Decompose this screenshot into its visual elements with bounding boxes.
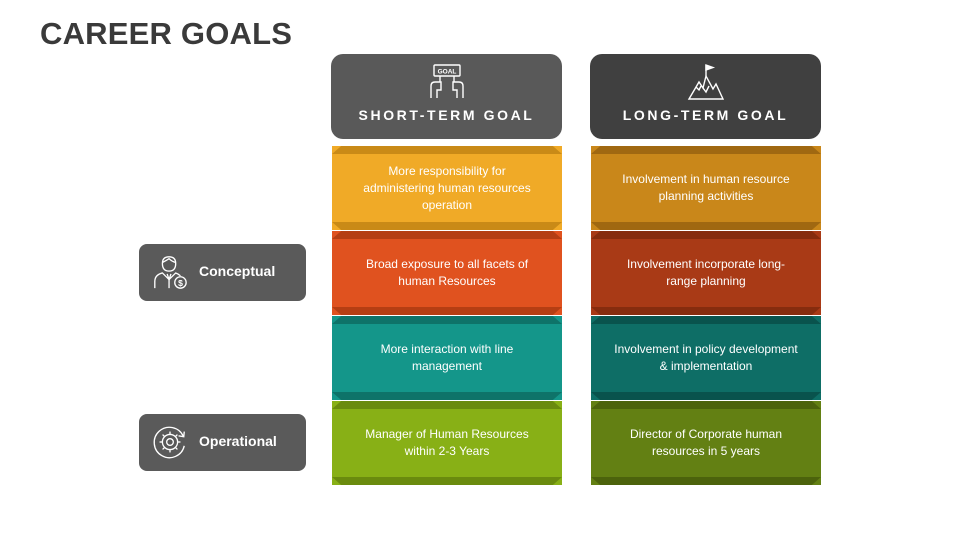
svg-text:GOAL: GOAL: [437, 69, 456, 76]
conceptual-label-box: $ Conceptual: [139, 244, 306, 301]
short-term-header: GOAL SHORT-TERM GOAL: [331, 54, 562, 139]
operational-label-box: Operational: [139, 414, 306, 471]
short-term-goal-4: Manager of Human Resources within 2-3 Ye…: [332, 401, 562, 485]
short-term-goal-4-text: Manager of Human Resources within 2-3 Ye…: [365, 427, 529, 458]
goal-sign-icon: GOAL: [429, 64, 464, 98]
short-term-goal-3-text: More interaction with line management: [380, 342, 514, 373]
businessman-dollar-icon: $: [154, 256, 187, 289]
long-term-goal-2: Involvement incorporate long-range plann…: [591, 231, 821, 315]
long-term-header-label: LONG-TERM GOAL: [622, 107, 789, 123]
long-term-goal-2-text: Involvement incorporate long-range plann…: [626, 257, 786, 288]
operational-label: Operational: [199, 433, 277, 449]
long-term-goal-3-text: Involvement in policy development & impl…: [614, 342, 798, 373]
svg-text:$: $: [178, 278, 183, 288]
short-term-goal-2: Broad exposure to all facets of human Re…: [332, 231, 562, 315]
long-term-goal-1-text: Involvement in human resource planning a…: [622, 172, 790, 203]
short-term-goal-3: More interaction with line management: [332, 316, 562, 400]
long-term-goal-1: Involvement in human resource planning a…: [591, 146, 821, 230]
long-term-goal-3: Involvement in policy development & impl…: [591, 316, 821, 400]
short-term-goal-1-text: More responsibility for administering hu…: [363, 163, 531, 212]
conceptual-label: Conceptual: [199, 263, 276, 279]
mountain-flag-icon: [687, 64, 724, 100]
short-term-header-label: SHORT-TERM GOAL: [358, 107, 535, 123]
short-term-goal-1: More responsibility for administering hu…: [332, 146, 562, 230]
long-term-goal-4: Director of Corporate human resources in…: [591, 401, 821, 485]
short-term-goal-2-text: Broad exposure to all facets of human Re…: [365, 257, 529, 288]
long-term-goal-4-text: Director of Corporate human resources in…: [629, 427, 783, 458]
page-title: CAREER GOALS: [40, 16, 293, 51]
long-term-header: LONG-TERM GOAL: [590, 54, 821, 139]
gear-cycle-icon: [153, 426, 185, 459]
